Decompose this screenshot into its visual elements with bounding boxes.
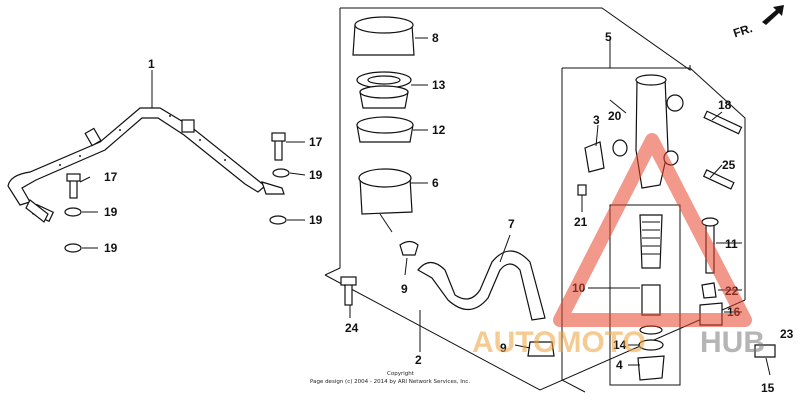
copyright-notice: Copyright Page design (c) 2004 - 2014 by… xyxy=(310,371,470,385)
callout-19-c: 19 xyxy=(309,168,323,182)
callout-20: 20 xyxy=(608,109,622,123)
callout-17-left: 17 xyxy=(104,170,118,184)
front-direction-indicator: FR. xyxy=(731,5,784,40)
callout-15: 15 xyxy=(761,381,775,395)
front-direction-label: FR. xyxy=(731,21,754,40)
callout-11: 11 xyxy=(725,237,738,251)
watermark-word-hub: HUB xyxy=(700,326,765,359)
callout-24: 24 xyxy=(345,321,359,335)
warning-triangle-icon xyxy=(553,133,752,327)
callout-9-lower: 9 xyxy=(500,341,507,355)
copyright-line-2: Page design (c) 2004 - 2014 by ARI Netwo… xyxy=(310,379,470,385)
leader-lines xyxy=(79,37,771,376)
callout-6: 6 xyxy=(432,176,439,190)
reservoir-stack xyxy=(352,16,415,233)
callout-7: 7 xyxy=(508,217,515,231)
brake-hose-left xyxy=(7,107,285,223)
callout-3: 3 xyxy=(593,113,600,127)
callout-2: 2 xyxy=(415,353,422,367)
callout-5: 5 xyxy=(605,30,612,44)
left-fasteners xyxy=(64,132,290,253)
callout-9-upper: 9 xyxy=(401,282,408,296)
callout-23: 23 xyxy=(780,327,794,341)
callout-25: 25 xyxy=(722,158,736,172)
callout-19-b: 19 xyxy=(104,241,118,255)
callout-17-right: 17 xyxy=(309,135,323,149)
callout-12: 12 xyxy=(432,123,446,137)
callout-19-d: 19 xyxy=(309,213,323,227)
copyright-line-1: Copyright xyxy=(387,371,415,377)
callout-4: 4 xyxy=(616,358,623,372)
callout-14: 14 xyxy=(613,338,627,352)
callout-8: 8 xyxy=(432,31,439,45)
watermark-word-auto: AUTOMOTO xyxy=(472,326,646,359)
assembly-outline xyxy=(324,7,746,393)
callout-1: 1 xyxy=(148,57,155,71)
front-arrow-icon xyxy=(762,5,784,25)
callout-18: 18 xyxy=(718,98,732,112)
reservoir-hose xyxy=(399,240,555,357)
callout-21: 21 xyxy=(574,215,588,229)
callout-19-a: 19 xyxy=(104,205,118,219)
watermark-logo: AUTOMOTO HUB xyxy=(472,133,765,359)
callout-13: 13 xyxy=(432,78,446,92)
